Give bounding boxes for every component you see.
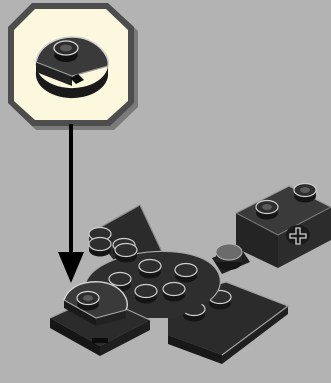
stud-near-arrow	[115, 244, 137, 263]
build-model	[50, 184, 331, 365]
technic-cross-hole	[286, 225, 310, 245]
brick-right-technic	[236, 184, 331, 269]
part-callout	[8, 3, 138, 130]
callout-part-icon	[36, 37, 108, 98]
pointer-arrow	[58, 124, 84, 283]
